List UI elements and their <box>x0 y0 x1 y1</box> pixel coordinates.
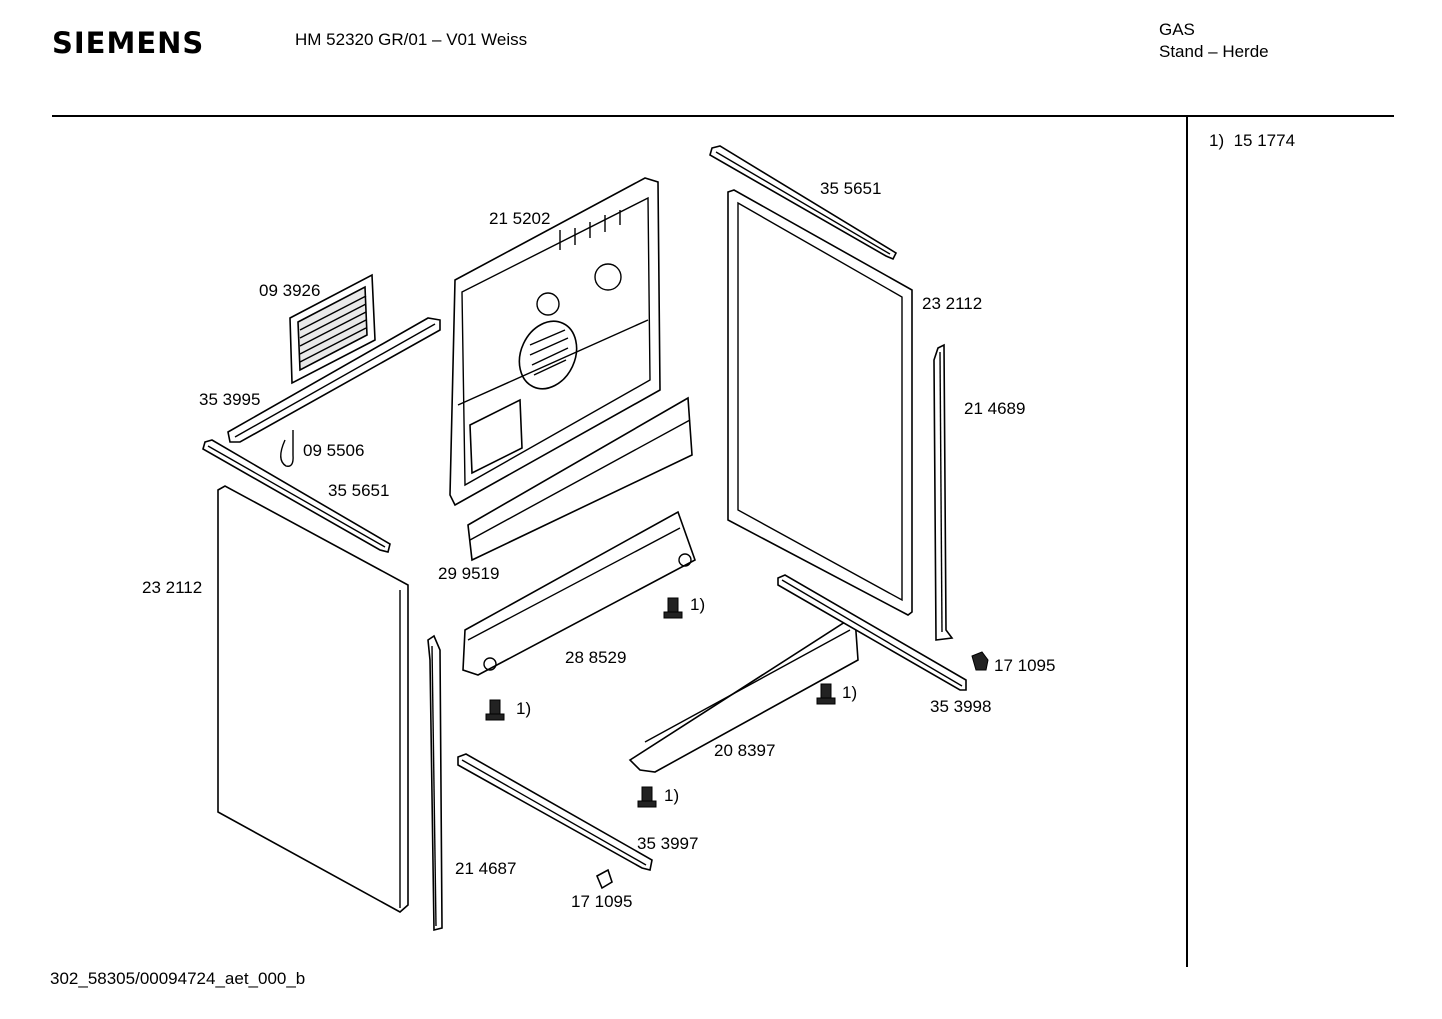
note-1: 1) 15 1774 <box>1209 131 1295 151</box>
header-divider <box>52 115 1394 117</box>
foot-ref-3: 1) <box>842 683 857 702</box>
label-bracket-top-left: 35 3995 <box>199 390 260 409</box>
label-clip-right: 17 1095 <box>994 656 1055 675</box>
foot-ref-2: 1) <box>516 699 531 718</box>
label-side-panel-right: 23 2112 <box>922 294 982 313</box>
foot-ref-4: 1) <box>664 786 679 805</box>
label-profile-right: 21 4689 <box>964 399 1025 418</box>
foot-screw-2 <box>485 699 505 721</box>
label-rail-bottom-left: 35 3997 <box>637 834 698 853</box>
note-part-number: 15 1774 <box>1233 131 1296 150</box>
label-clip-left: 17 1095 <box>571 892 632 911</box>
note-marker: 1) <box>1209 131 1225 150</box>
foot-screw-1 <box>663 597 683 619</box>
label-cross-brace: 29 9519 <box>438 564 499 583</box>
label-rail-bottom-right: 35 3998 <box>930 697 991 716</box>
rail-bottom-left-drawing <box>457 753 653 871</box>
label-side-panel-left: 23 2112 <box>142 578 202 597</box>
label-base-tray: 28 8529 <box>565 648 626 667</box>
label-back-panel: 21 5202 <box>489 209 550 228</box>
siemens-logo: SIEMENS <box>52 26 205 60</box>
hook-drawing <box>280 430 294 467</box>
category-gas: GAS <box>1159 20 1195 39</box>
foot-ref-1: 1) <box>690 595 705 614</box>
category-type: Stand – Herde <box>1159 42 1269 61</box>
foot-screw-4 <box>637 786 657 808</box>
clip-right-drawing <box>971 651 989 671</box>
rail-bottom-right-drawing <box>777 574 967 691</box>
rail-top-right-drawing <box>709 145 898 261</box>
label-front-plinth: 20 8397 <box>714 741 775 760</box>
model-number: HM 52320 GR/01 – V01 Weiss <box>295 30 528 49</box>
foot-screw-3 <box>816 683 836 705</box>
side-panel-right-drawing <box>727 189 913 616</box>
label-rail-left: 35 5651 <box>328 481 389 500</box>
side-panel-left-drawing <box>217 485 409 913</box>
label-rail-top-right: 35 5651 <box>820 179 881 198</box>
clip-left-drawing <box>595 868 613 890</box>
label-hook: 09 5506 <box>303 441 364 460</box>
drawing-code: 302_58305/00094724_aet_000_b <box>50 969 306 988</box>
notes-divider <box>1186 117 1188 967</box>
label-profile-left: 21 4687 <box>455 859 516 878</box>
grille-drawing <box>289 273 376 385</box>
bracket-top-left-drawing <box>227 317 441 443</box>
base-tray-drawing <box>462 510 696 676</box>
label-grille: 09 3926 <box>259 281 320 300</box>
cross-brace-drawing <box>467 396 693 562</box>
back-panel-drawing <box>449 177 661 507</box>
profile-left-drawing <box>427 634 443 932</box>
rail-left-drawing <box>202 439 391 553</box>
profile-right-drawing <box>933 343 954 641</box>
